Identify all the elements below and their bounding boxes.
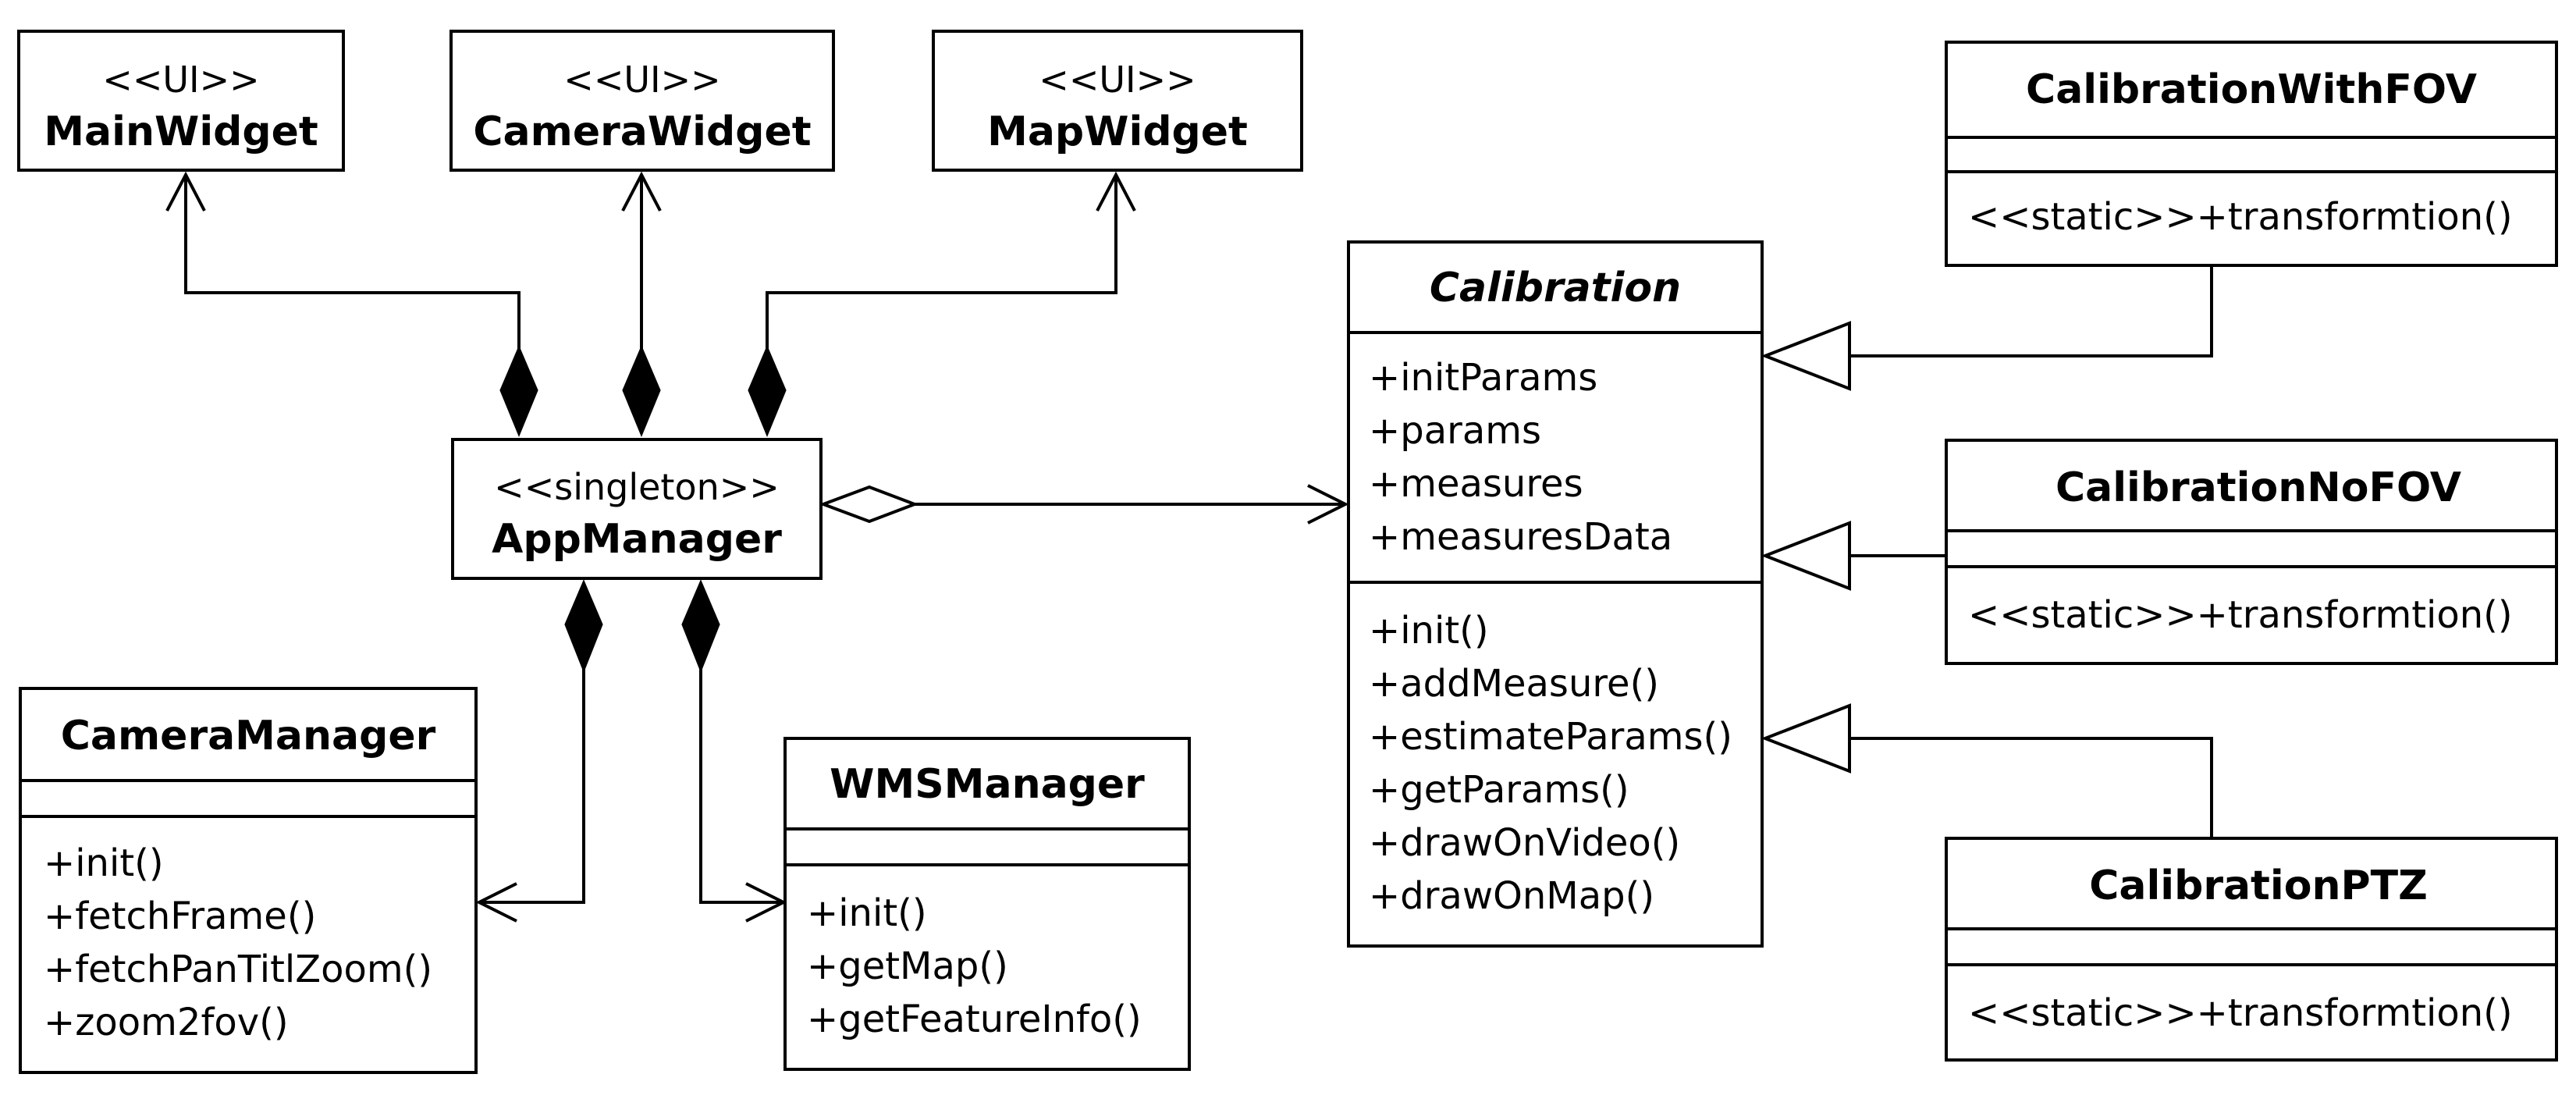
calibration-name: Calibration — [1430, 265, 1681, 311]
class-camerawidget: <<UI>> CameraWidget — [449, 30, 835, 172]
mainwidget-stereotype: <<UI>> — [102, 59, 259, 101]
calibrationwithfov-name: CalibrationWithFOV — [2026, 66, 2477, 113]
calibrationnofov-op: <<static>>+transformtion() — [1968, 593, 2513, 637]
wmsmanager-name: WMSManager — [830, 761, 1145, 808]
calibration-attr: +measures — [1369, 462, 1583, 506]
cameramanager-op: +init() — [44, 841, 164, 885]
calibration-attr: +params — [1369, 409, 1541, 453]
calibrationwithfov-op: <<static>>+transformtion() — [1968, 195, 2513, 239]
cameramanager-name: CameraManager — [61, 713, 436, 759]
calibration-op: +estimateParams() — [1369, 715, 1732, 759]
generalization-calibrationptz-calibration — [1761, 703, 2213, 837]
class-mainwidget: <<UI>> MainWidget — [17, 30, 345, 172]
aggregation-appmanager-calibration — [819, 484, 1349, 525]
wmsmanager-op: +getFeatureInfo() — [807, 998, 1142, 1041]
wmsmanager-op: +getMap() — [807, 944, 1008, 988]
class-calibrationptz: CalibrationPTZ <<static>>+transformtion(… — [1945, 837, 2558, 1062]
cameramanager-op: +fetchFrame() — [44, 894, 316, 938]
calibration-op: +drawOnMap() — [1369, 874, 1654, 918]
calibration-op: +addMeasure() — [1369, 662, 1659, 706]
cameramanager-op: +fetchPanTitlZoom() — [44, 948, 432, 991]
camerawidget-name: CameraWidget — [473, 108, 811, 155]
appmanager-stereotype: <<singleton>> — [494, 466, 780, 508]
class-appmanager: <<singleton>> AppManager — [451, 438, 823, 580]
mapwidget-stereotype: <<UI>> — [1039, 59, 1196, 101]
class-wmsmanager: WMSManager +init() +getMap() +getFeature… — [783, 737, 1191, 1071]
cameramanager-op: +zoom2fov() — [44, 1001, 289, 1044]
composition-appmanager-mainwidget — [165, 171, 538, 437]
class-cameramanager: CameraManager +init() +fetchFrame() +fet… — [19, 687, 478, 1074]
composition-appmanager-cameramanager — [475, 579, 603, 923]
calibration-attr: +initParams — [1369, 356, 1597, 400]
mapwidget-name: MapWidget — [987, 108, 1248, 155]
calibration-attr: +measuresData — [1369, 515, 1672, 559]
class-calibration: Calibration +initParams +params +measure… — [1347, 240, 1764, 948]
wmsmanager-op: +init() — [807, 891, 927, 935]
calibrationptz-op: <<static>>+transformtion() — [1968, 991, 2513, 1035]
calibration-op: +drawOnVideo() — [1369, 821, 1680, 865]
composition-appmanager-mapwidget — [748, 171, 1136, 437]
generalization-calibrationnofov-calibration — [1761, 521, 1946, 591]
composition-appmanager-wmsmanager — [681, 579, 787, 923]
calibrationptz-name: CalibrationPTZ — [2089, 862, 2428, 909]
camerawidget-stereotype: <<UI>> — [563, 59, 720, 101]
calibration-op: +init() — [1369, 609, 1489, 653]
class-calibrationwithfov: CalibrationWithFOV <<static>>+transformt… — [1945, 41, 2558, 267]
calibration-op: +getParams() — [1369, 768, 1629, 812]
appmanager-name: AppManager — [492, 516, 782, 563]
class-calibrationnofov: CalibrationNoFOV <<static>>+transformtio… — [1945, 439, 2558, 665]
mainwidget-name: MainWidget — [44, 108, 318, 155]
composition-appmanager-camerawidget — [621, 171, 662, 437]
class-mapwidget: <<UI>> MapWidget — [932, 30, 1303, 172]
generalization-calibrationwithfov-calibration — [1761, 267, 2213, 391]
calibrationnofov-name: CalibrationNoFOV — [2055, 464, 2461, 511]
